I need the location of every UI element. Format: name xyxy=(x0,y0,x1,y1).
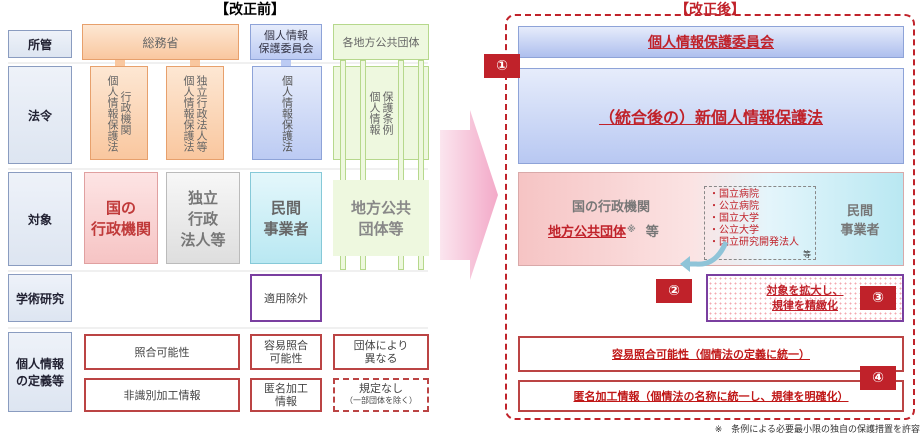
list-item: ・公立大学 xyxy=(709,225,759,236)
law-iai: 個人情報保護法 独立行政法人等 xyxy=(166,66,224,160)
after-target-etc: 等 xyxy=(645,224,659,240)
def-varies-l1: 団体により xyxy=(353,339,409,352)
after-private-l2: 事業者 xyxy=(840,223,880,238)
list-item: ・国立大学 xyxy=(709,213,759,224)
stripe xyxy=(398,60,404,270)
badge-1: ① xyxy=(484,54,520,78)
def-varies: 団体により 異なる xyxy=(333,334,429,370)
after-target-local-row: 地方公共団体 ※ 等 xyxy=(548,220,659,240)
law-iai-text: 個人情報保護法 xyxy=(182,74,195,152)
law-iai-text2: 独立行政法人等 xyxy=(195,74,208,152)
def-easy-l2: 可能性 xyxy=(269,352,303,365)
stripe xyxy=(418,60,424,270)
law-admin-organs-text: 個人情報保護法 xyxy=(106,74,119,152)
list-item: ・国立病院 xyxy=(709,189,759,200)
ppc-box-before: 個人情報 保護委員会 xyxy=(250,24,322,60)
after-def-easy-collation: 容易照合可能性（個情法の定義に統一） xyxy=(518,336,904,372)
after-target-local: 地方公共団体 xyxy=(548,224,627,240)
def-easy-collation: 容易照合 可能性 xyxy=(250,334,322,370)
law-local-text: 個人情報 xyxy=(368,91,381,135)
target-iai-l2: 行政 xyxy=(187,209,218,228)
badge-2: ② xyxy=(656,279,692,303)
def-anon: 匿名加工 情報 xyxy=(250,378,322,412)
after-def-anon: 匿名加工情報（個情法の名称に統一し、規律を明確化） xyxy=(518,380,904,412)
def-none-l1: 規定なし xyxy=(359,382,403,395)
row-header-target: 対象 xyxy=(8,172,72,266)
row-header-research: 学術研究 xyxy=(8,274,72,322)
target-private-l1: 民間 xyxy=(270,199,301,217)
connector xyxy=(281,60,291,68)
expand-l2: 規律を精緻化 xyxy=(772,299,838,312)
stripe xyxy=(340,60,346,270)
target-iai-l1: 独立 xyxy=(187,188,218,207)
row-header-law: 法令 xyxy=(8,66,72,164)
target-gov-organs: 国の 行政機関 xyxy=(84,172,158,264)
target-gov-l2: 行政機関 xyxy=(90,220,151,238)
curved-arrow-icon xyxy=(680,240,729,272)
def-deidentified: 非識別加工情報 xyxy=(84,378,240,412)
after-target-list: ・国立病院 ・公立病院 ・国立大学 ・公立大学 ・国立研究開発法人 等 xyxy=(704,186,816,260)
research-exempt: 適用除外 xyxy=(250,274,322,322)
list-etc: 等 xyxy=(803,250,811,259)
local-gov-box: 各地方公共団体 xyxy=(333,24,429,60)
row-header-definitions-line2: の定義等 xyxy=(15,374,64,388)
row-header-jurisdiction: 所管 xyxy=(8,30,72,58)
law-admin-organs: 個人情報保護法 行政機関 xyxy=(90,66,148,160)
def-varies-l2: 異なる xyxy=(364,352,398,365)
row-separator xyxy=(8,327,428,329)
target-private: 民間 事業者 xyxy=(250,172,322,264)
target-iai: 独立 行政 法人等 xyxy=(166,172,240,264)
ppc-line1: 個人情報 xyxy=(264,29,308,42)
law-local-text2: 保護条例 xyxy=(381,91,394,135)
expand-l1: 対象を拡大し、 xyxy=(766,284,844,297)
def-collation: 照合可能性 xyxy=(84,334,240,370)
target-local-l1: 地方公共 xyxy=(350,199,411,217)
transition-arrow-icon xyxy=(440,110,498,280)
after-frame xyxy=(505,14,915,420)
row-separator xyxy=(8,168,428,170)
target-private-l2: 事業者 xyxy=(263,220,309,238)
row-header-definitions-line1: 個人情報 xyxy=(15,357,64,371)
before-title: 【改正前】 xyxy=(215,2,285,18)
stripe xyxy=(360,60,366,270)
target-local: 地方公共 団体等 xyxy=(333,180,429,256)
after-target-gov: 国の行政機関 xyxy=(571,199,650,215)
after-target-note-mark: ※ xyxy=(627,225,636,235)
after-target-private: 民間 事業者 xyxy=(822,198,898,240)
connector xyxy=(190,60,200,68)
law-ppa-text: 個人情報保護法 xyxy=(280,74,294,152)
badge-4: ④ xyxy=(860,366,896,390)
law-admin-organs-text2: 行政機関 xyxy=(119,91,132,135)
law-local-ordinance: 個人情報 保護条例 xyxy=(333,66,429,160)
ppc-line2: 保護委員会 xyxy=(258,42,314,55)
law-ppa: 個人情報保護法 xyxy=(252,66,322,160)
target-iai-l3: 法人等 xyxy=(180,230,226,249)
list-item: ・国立研究開発法人 xyxy=(709,237,799,248)
row-separator xyxy=(8,62,428,64)
row-separator xyxy=(8,270,428,272)
target-gov-l1: 国の xyxy=(105,199,136,217)
after-jurisdiction: 個人情報保護委員会 xyxy=(518,26,904,58)
mic-box: 総務省 xyxy=(82,24,239,60)
badge-3: ③ xyxy=(860,286,896,310)
connector xyxy=(115,60,125,68)
after-law: （統合後の）新個人情報保護法 xyxy=(518,68,904,164)
after-target-box xyxy=(518,172,904,266)
def-anon-l1: 匿名加工 xyxy=(264,382,308,395)
footnote: ※ 条例による必要最小限の独自の保護措置を許容 xyxy=(714,425,920,435)
def-anon-l2: 情報 xyxy=(275,395,297,408)
def-none-l2: （一部団体を除く） xyxy=(345,396,417,405)
after-private-l1: 民間 xyxy=(846,204,873,219)
list-item: ・公立病院 xyxy=(709,201,759,212)
row-header-definitions: 個人情報 の定義等 xyxy=(8,332,72,412)
def-none: 規定なし （一部団体を除く） xyxy=(333,378,429,412)
def-easy-l1: 容易照合 xyxy=(264,339,308,352)
target-local-l2: 団体等 xyxy=(358,220,404,238)
